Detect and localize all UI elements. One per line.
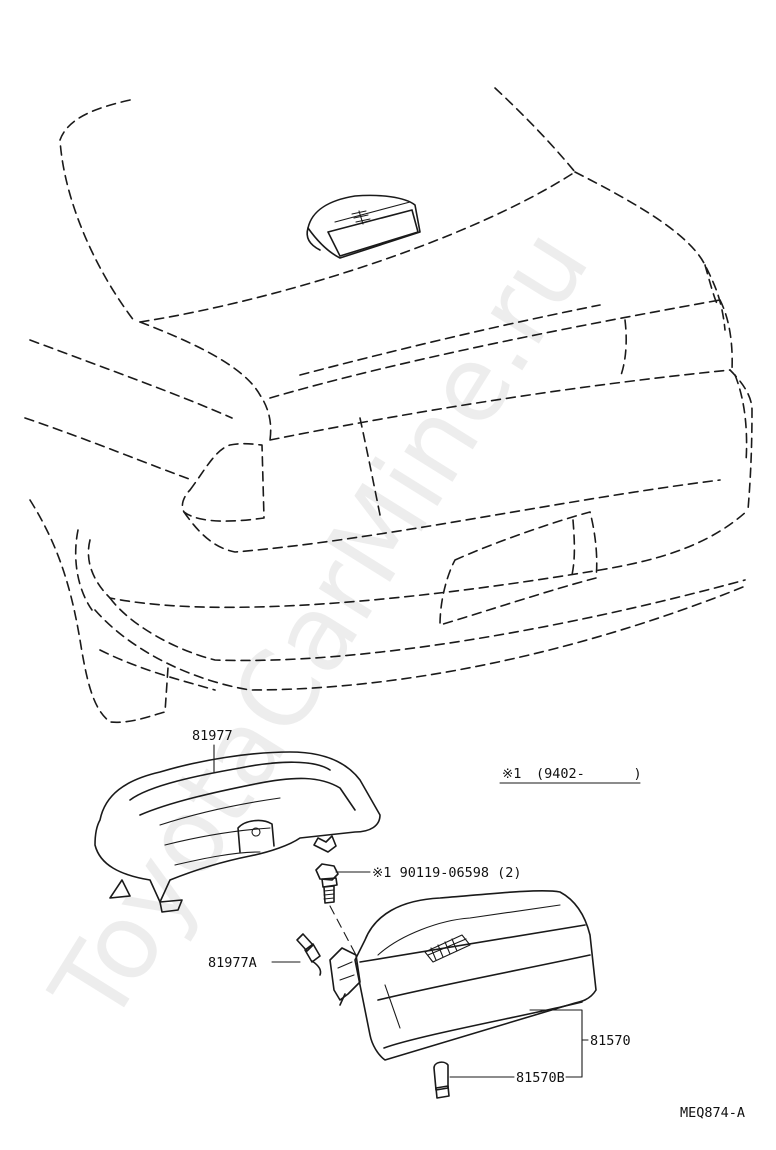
label-81977A: 81977A bbox=[208, 955, 257, 971]
label-81570: 81570 bbox=[590, 1033, 631, 1049]
label-81570B: 81570B bbox=[516, 1070, 565, 1086]
leader-lines bbox=[213, 744, 641, 1078]
watermark: ToyotaCarMine.ru bbox=[27, 208, 612, 1044]
note-symbol: ※1 bbox=[502, 766, 521, 782]
car-rear-outline bbox=[24, 87, 753, 724]
lamp-lens-grid bbox=[424, 934, 471, 963]
part-81977-cover[interactable] bbox=[94, 751, 381, 913]
label-81977: 81977 bbox=[192, 728, 233, 744]
part-clip-81977A[interactable] bbox=[296, 933, 322, 976]
part-81570-stop-lamp[interactable] bbox=[329, 890, 597, 1061]
note-date-range: (9402- ) bbox=[536, 766, 642, 782]
part-bulb-81570B[interactable] bbox=[433, 1061, 450, 1099]
part-bolt-90119-06598[interactable] bbox=[315, 863, 339, 904]
diagram-code: MEQ874-A bbox=[680, 1105, 745, 1121]
label-90119-06598: ※1 90119-06598 (2) bbox=[372, 865, 521, 881]
mounted-stop-lamp-illustration bbox=[306, 194, 421, 259]
